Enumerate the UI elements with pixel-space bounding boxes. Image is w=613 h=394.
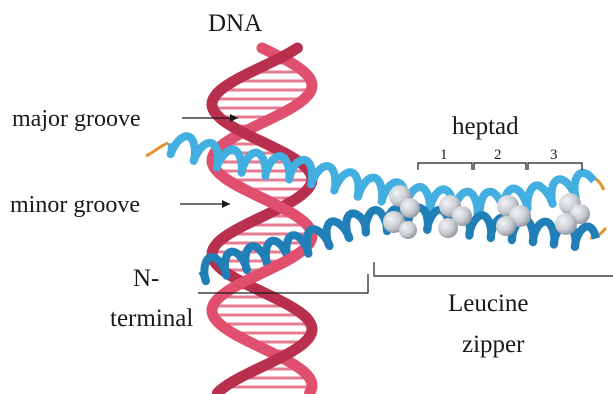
n-terminal-label-line1: N-	[133, 265, 159, 292]
leucine-zipper-label-line1: Leucine	[448, 290, 529, 317]
helix-tail-upper-left	[146, 143, 168, 156]
heptad-number-3: 3	[550, 147, 558, 163]
heptad-bracket-1	[418, 163, 472, 170]
minor-groove-arrow	[180, 200, 230, 208]
leucine-zipper-label-line2: zipper	[462, 331, 525, 358]
heptad-number-1: 1	[440, 147, 448, 163]
heptad-label: heptad	[452, 113, 519, 140]
heptad-bracket-2	[474, 163, 526, 170]
major-groove-label: major groove	[12, 106, 141, 132]
protein-helices	[146, 136, 606, 281]
minor-groove-label: minor groove	[10, 192, 140, 218]
heptad-bracket-3	[528, 163, 582, 170]
dna-double-helix	[212, 48, 312, 393]
alpha-helix-upper	[171, 136, 594, 215]
leucine-zipper-bracket	[374, 262, 613, 276]
dna-label: DNA	[208, 10, 262, 37]
heptad-number-2: 2	[494, 147, 502, 163]
n-terminal-label-line2: terminal	[110, 305, 193, 332]
